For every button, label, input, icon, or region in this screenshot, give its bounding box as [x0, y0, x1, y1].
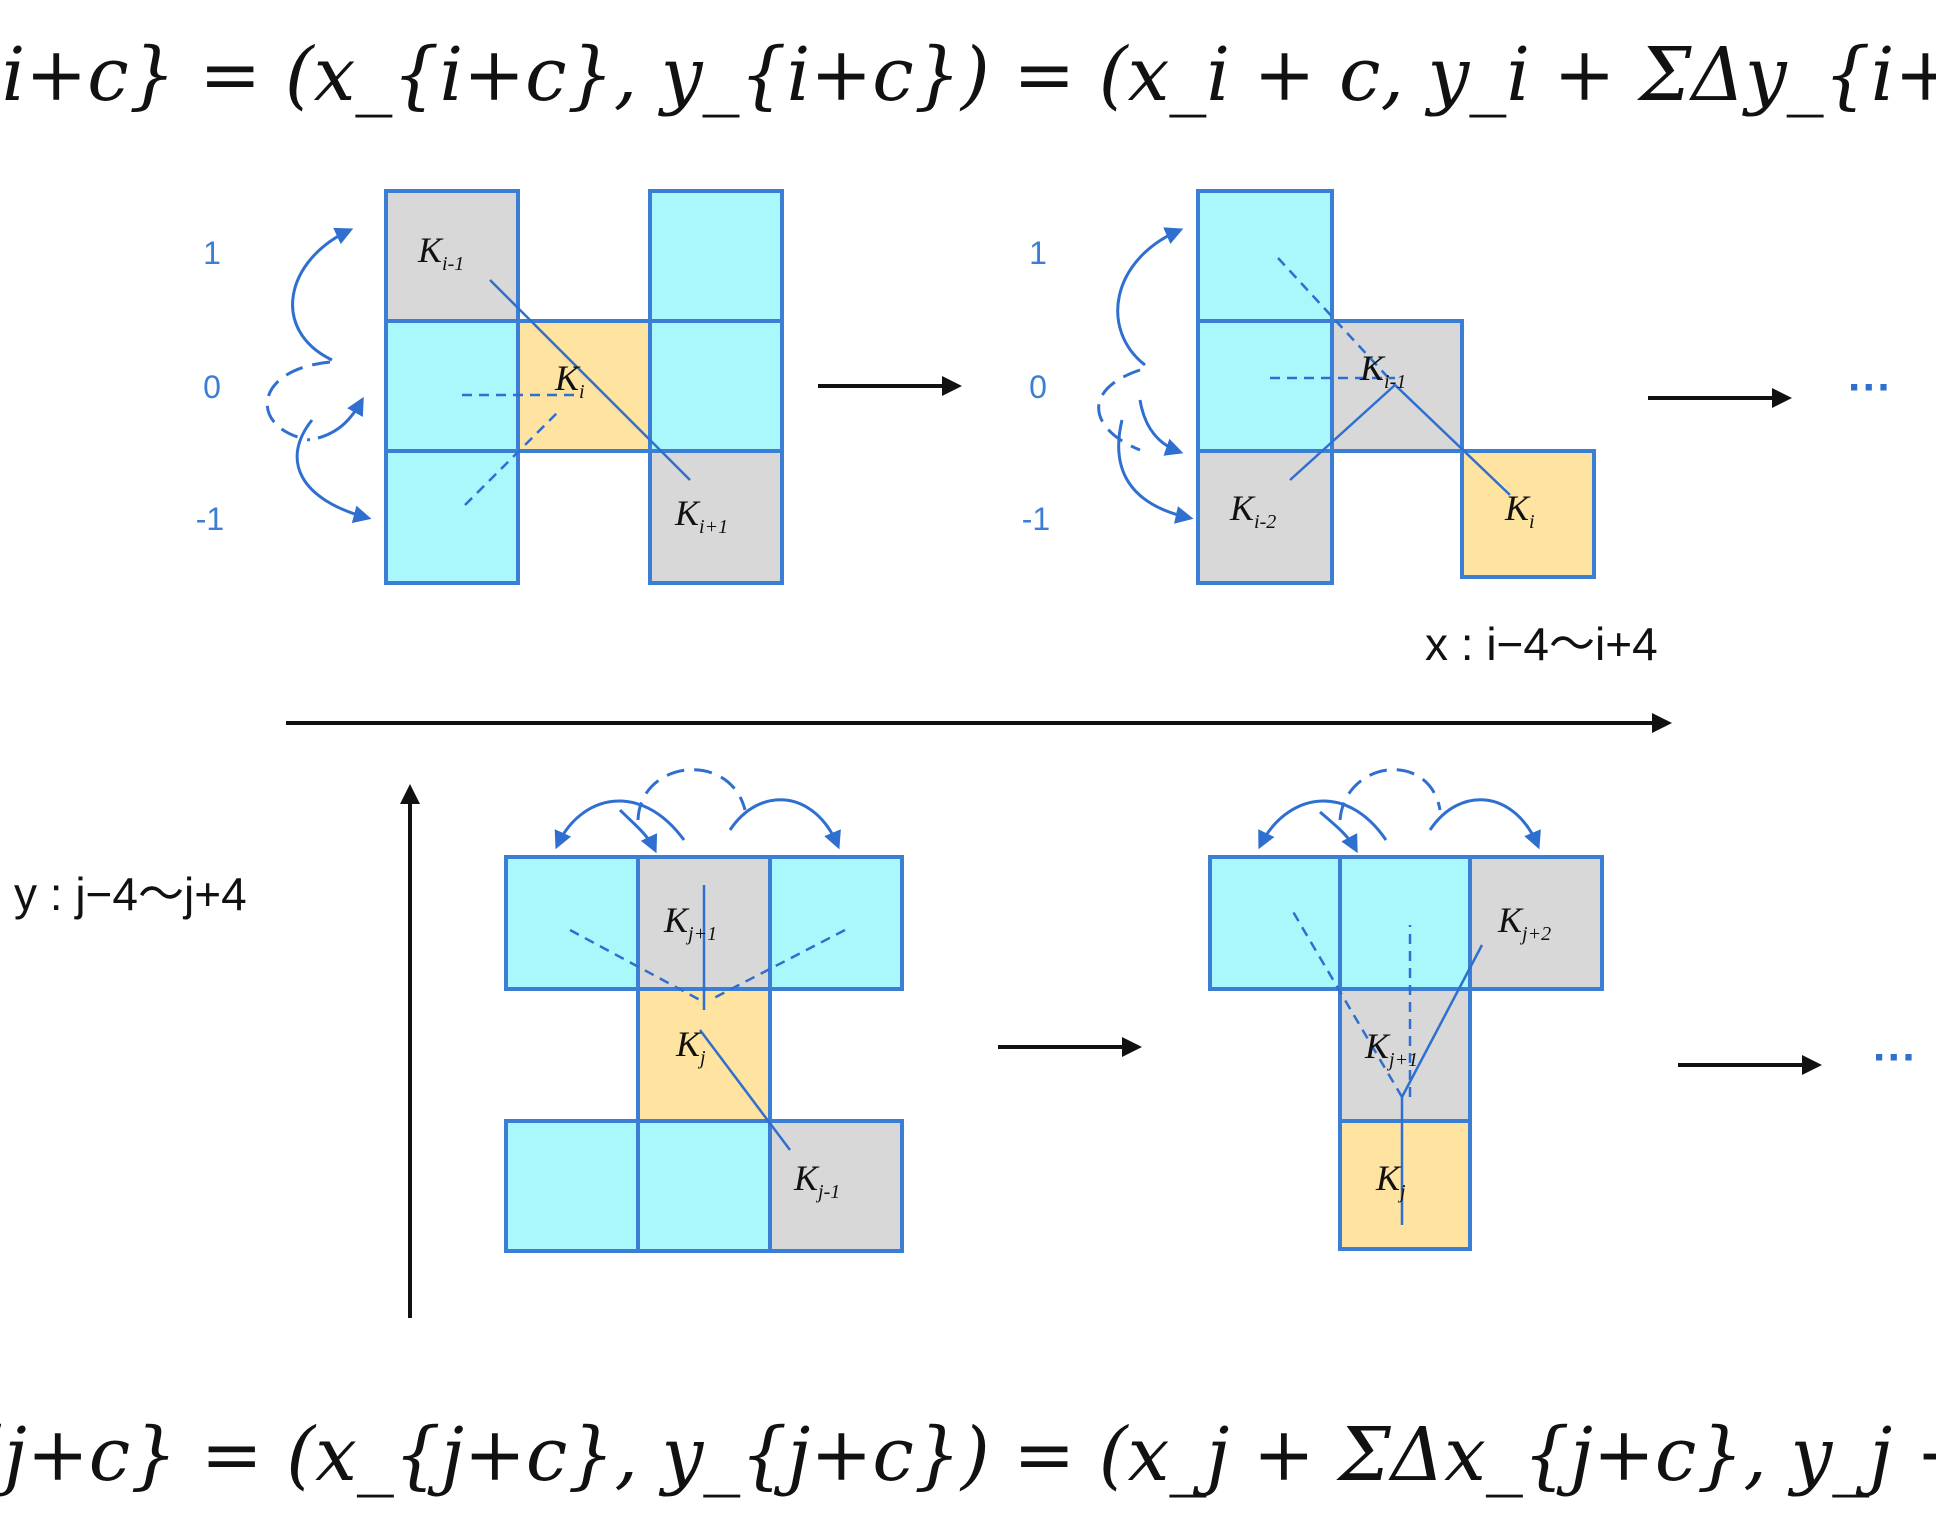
y-tick-label: -1 [1022, 501, 1050, 537]
keypoint-label: Kj [1375, 1158, 1406, 1203]
search-arc-down [295, 419, 372, 524]
y-axis-label: y : j−4〜j+4 [14, 868, 247, 920]
y-tick-label: 1 [1029, 235, 1047, 271]
search-arc-right [1428, 798, 1541, 850]
search-arc-same-head [317, 396, 364, 440]
track-line [1400, 944, 1484, 1098]
search-arc-same [1338, 768, 1442, 821]
y-tick-label: 0 [1029, 369, 1047, 405]
candidate-line [709, 928, 846, 1002]
search-arc-same [265, 360, 331, 442]
y-tick-label: 1 [203, 235, 221, 271]
grid-cell [1338, 855, 1472, 991]
keypoint-label: Ki-1 [1359, 348, 1406, 393]
keypoint-label: Ki+1 [674, 493, 728, 538]
grid-cell [768, 1119, 904, 1253]
track-line [699, 1029, 791, 1151]
grid-cell [384, 319, 520, 453]
search-arc-up [1116, 227, 1184, 367]
grid-cell [648, 189, 784, 323]
grid-cell [1196, 189, 1334, 323]
search-arc-left [1258, 799, 1388, 850]
grid-cell [1338, 1119, 1472, 1251]
grid-cell [648, 449, 784, 585]
track-line [1394, 384, 1511, 496]
search-arc-left [554, 799, 686, 850]
search-arc-same-head [1138, 399, 1184, 456]
grid-cell [1468, 855, 1604, 991]
candidate-line [1290, 909, 1404, 1098]
search-arc-down [1117, 419, 1194, 524]
search-arc-up [291, 227, 354, 362]
grid-cell [768, 855, 904, 991]
panel-top-left: Ki-1 Ki Ki+1 1 0 -1 [196, 189, 962, 585]
grid-cell [1208, 855, 1342, 991]
continuation-ellipsis: ··· [1848, 363, 1892, 412]
candidate-line [569, 928, 701, 1002]
grid-cell [384, 189, 520, 323]
panel-bottom-left: Kj+1 Kj Kj-1 [504, 768, 1142, 1253]
grid-cell [504, 1119, 640, 1253]
grid-cell [636, 987, 772, 1123]
candidate-line [1277, 257, 1396, 386]
keypoint-label: Ki [1504, 488, 1535, 533]
keypoint-label: Ki-2 [1229, 488, 1276, 533]
grid-cell [1460, 449, 1596, 579]
search-arc-same [1097, 368, 1141, 452]
continuation-ellipsis: ··· [1873, 1033, 1917, 1082]
candidate-line [464, 409, 561, 506]
grid-cell [504, 855, 640, 991]
grid-cell [1196, 449, 1334, 585]
track-line [1289, 384, 1396, 481]
keypoint-label: Kj+1 [1364, 1026, 1418, 1071]
x-axis-label: x : i−4〜i+4 [1425, 618, 1658, 670]
keypoint-label: Kj+2 [1497, 900, 1551, 945]
keypoint-label: Kj+1 [663, 900, 717, 945]
grid-cell [1196, 319, 1334, 453]
keypoint-label: Ki-1 [417, 230, 464, 275]
panel-bottom-right: Kj+2 Kj+1 Kj ··· [1208, 768, 1917, 1251]
grid-cell [636, 1119, 772, 1253]
y-tick-label: -1 [196, 501, 224, 537]
keypoint-label: Kj [675, 1024, 706, 1069]
search-arc-same-head [618, 808, 658, 854]
formula-bottom: K_{j+c} = (x_{j+c}, y_{j+c}) = (x_j + ΣΔ… [0, 1412, 1936, 1498]
formula-top: K_{i+c} = (x_{i+c}, y_{i+c}) = (x_i + c,… [0, 32, 1936, 118]
keypoint-label: Ki [554, 358, 585, 403]
keypoint-label: Kj-1 [793, 1158, 840, 1203]
search-arc-right [728, 798, 841, 850]
search-arc-same-head [1319, 810, 1358, 854]
grid-cell [384, 449, 520, 585]
grid-cell [648, 319, 784, 453]
track-line [489, 279, 691, 481]
panel-top-right: Ki-1 Ki-2 Ki 1 0 -1 ··· [1022, 189, 1892, 585]
y-tick-label: 0 [203, 369, 221, 405]
